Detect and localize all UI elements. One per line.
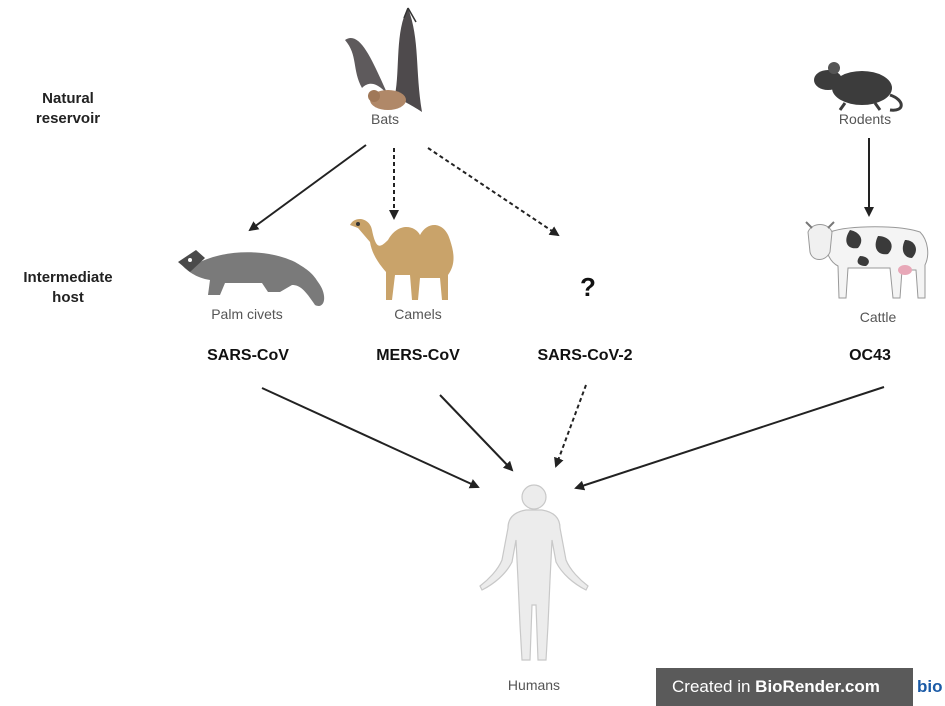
arrow-oc43-to-humans	[576, 387, 884, 488]
natural-reservoir-label: Natural reservoir	[18, 89, 118, 129]
biorender-watermark[interactable]: Created in BioRender.com bio	[656, 668, 945, 706]
virus-label-mers-cov: MERS-CoV	[362, 347, 474, 365]
unknown-host-question-mark: ?	[580, 272, 596, 303]
arrow-bats-to-palm-civets	[250, 145, 366, 230]
arrow-mers-cov-to-humans	[440, 395, 512, 470]
virus-label-oc43: OC43	[825, 347, 915, 365]
bats-label: Bats	[350, 111, 420, 127]
camels-label: Camels	[378, 306, 458, 322]
arrow-sars-cov-to-humans	[262, 388, 478, 487]
palm-civet-icon	[178, 250, 324, 306]
rodents-label: Rodents	[820, 111, 910, 127]
watermark-prefix: Created in	[672, 677, 755, 696]
virus-label-sars-cov: SARS-CoV	[192, 347, 304, 365]
intermediate-host-label: Intermediate host	[4, 268, 132, 308]
cow-icon	[806, 222, 928, 298]
watermark-brand: BioRender.com	[755, 677, 880, 696]
arrow-bats-to-unknown	[428, 148, 558, 235]
palm-civets-label: Palm civets	[192, 306, 302, 322]
camel-icon	[350, 219, 454, 300]
biorender-logo-icon: bio	[913, 668, 945, 706]
rodent-icon	[814, 62, 901, 110]
arrow-sars-cov-2-to-humans	[556, 385, 586, 466]
virus-label-sars-cov-2: SARS-CoV-2	[520, 347, 650, 365]
human-icon	[480, 485, 588, 660]
humans-label: Humans	[494, 677, 574, 693]
bat-icon	[345, 8, 422, 112]
cattle-label: Cattle	[842, 309, 914, 325]
